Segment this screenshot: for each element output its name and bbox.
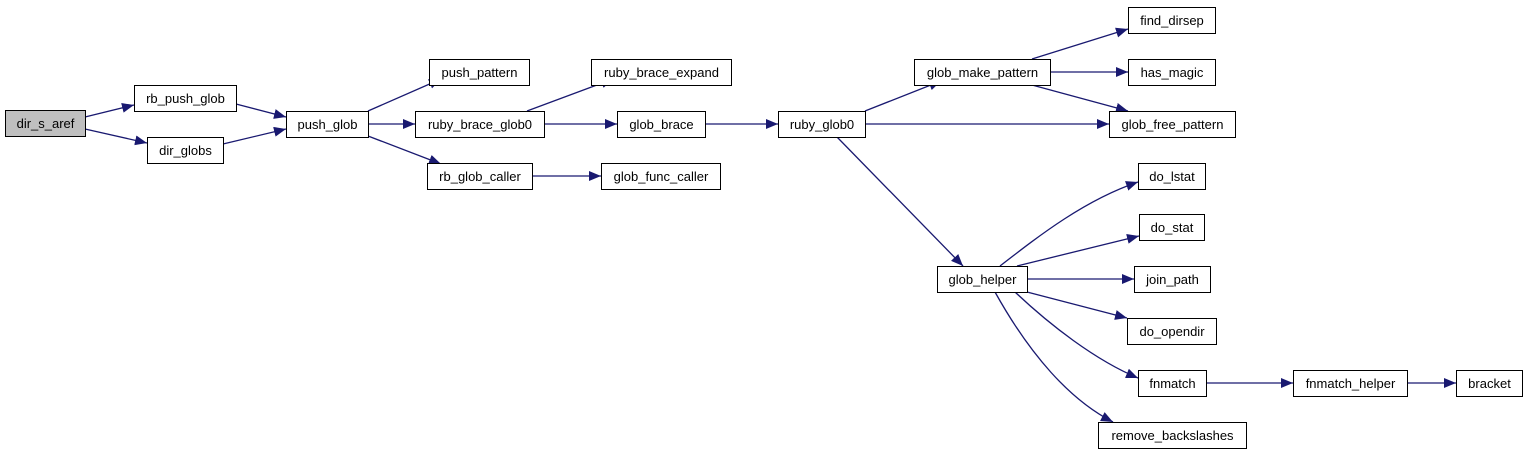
nodes: dir_s_aref rb_push_glob dir_globs push_glob…: [5, 7, 1523, 449]
node-do-opendir[interactable]: do_opendir: [1127, 318, 1217, 345]
node-label: dir_globs: [159, 143, 212, 158]
edge-push_glob-to-push_pattern: [367, 78, 442, 112]
node-label: ruby_brace_expand: [604, 65, 719, 80]
node-box: [601, 163, 721, 190]
node-label: rb_glob_caller: [439, 169, 521, 184]
edge-rb_push_glob-to-push_glob: [235, 103, 287, 119]
node-bracket[interactable]: bracket: [1456, 370, 1523, 397]
node-ruby-brace-glob0[interactable]: ruby_brace_glob0: [415, 111, 545, 138]
node-box: [937, 266, 1028, 293]
node-do-lstat[interactable]: do_lstat: [1138, 163, 1206, 190]
node-box: [147, 137, 224, 164]
node-box: [591, 59, 732, 86]
node-box: [1128, 59, 1216, 86]
node-label: do_lstat: [1149, 169, 1195, 184]
node-label: do_stat: [1151, 220, 1194, 235]
edge-glob_make_pattern-to-glob_free_pattern: [1031, 84, 1129, 113]
edge-glob_helper-to-do_stat: [1016, 234, 1140, 267]
node-box: [1098, 422, 1247, 449]
node-box: [914, 59, 1051, 86]
node-box: [1138, 370, 1207, 397]
node-label: find_dirsep: [1140, 13, 1204, 28]
edge-dir_s_aref-to-rb_push_glob: [84, 102, 135, 118]
node-dir-globs[interactable]: dir_globs: [147, 137, 224, 164]
node-label: glob_make_pattern: [927, 65, 1038, 80]
edge-glob_helper-to-do_opendir: [1026, 291, 1128, 320]
node-label: join_path: [1145, 272, 1199, 287]
node-label: dir_s_aref: [17, 116, 75, 131]
node-label: push_pattern: [442, 65, 518, 80]
node-label: do_opendir: [1139, 324, 1205, 339]
edge-glob_make_pattern-to-find_dirsep: [1031, 27, 1129, 60]
node-label: glob_brace: [629, 117, 693, 132]
edge-ruby_glob0-to-glob_helper: [836, 136, 964, 267]
node-glob-func-caller[interactable]: glob_func_caller: [601, 163, 721, 190]
node-box: [778, 111, 866, 138]
node-push-glob[interactable]: push_glob: [286, 111, 369, 138]
node-remove-backslashes[interactable]: remove_backslashes: [1098, 422, 1247, 449]
node-label: rb_push_glob: [146, 91, 225, 106]
node-box: [1456, 370, 1523, 397]
node-dir-s-aref[interactable]: dir_s_aref: [5, 110, 86, 137]
node-glob-make-pattern[interactable]: glob_make_pattern: [914, 59, 1051, 86]
node-box: [1293, 370, 1408, 397]
node-box: [427, 163, 533, 190]
node-box: [429, 59, 530, 86]
node-box: [1139, 214, 1205, 241]
node-rb-push-glob[interactable]: rb_push_glob: [134, 85, 237, 112]
node-box: [1134, 266, 1211, 293]
node-label: ruby_brace_glob0: [428, 117, 532, 132]
node-ruby-glob0[interactable]: ruby_glob0: [778, 111, 866, 138]
node-ruby-brace-expand[interactable]: ruby_brace_expand: [591, 59, 732, 86]
node-label: bracket: [1468, 376, 1511, 391]
node-glob-helper[interactable]: glob_helper: [937, 266, 1028, 293]
node-push-pattern[interactable]: push_pattern: [429, 59, 530, 86]
edge-push_glob-to-rb_glob_caller: [367, 135, 442, 165]
node-glob-brace[interactable]: glob_brace: [617, 111, 706, 138]
node-label: glob_free_pattern: [1122, 117, 1224, 132]
node-join-path[interactable]: join_path: [1134, 266, 1211, 293]
node-glob-free-pattern[interactable]: glob_free_pattern: [1109, 111, 1236, 138]
node-box: [134, 85, 237, 112]
node-rb-glob-caller[interactable]: rb_glob_caller: [427, 163, 533, 190]
node-label: remove_backslashes: [1111, 428, 1234, 443]
edge-dir_globs-to-push_glob: [222, 126, 287, 145]
edge-dir_s_aref-to-dir_globs: [84, 128, 148, 146]
node-label: ruby_glob0: [790, 117, 854, 132]
edge-glob_helper-to-fnmatch: [1014, 291, 1139, 379]
node-box: [415, 111, 545, 138]
node-has-magic[interactable]: has_magic: [1128, 59, 1216, 86]
node-label: glob_func_caller: [614, 169, 709, 184]
node-do-stat[interactable]: do_stat: [1139, 214, 1205, 241]
node-label: fnmatch: [1149, 376, 1195, 391]
node-box: [1128, 7, 1216, 34]
node-find-dirsep[interactable]: find_dirsep: [1128, 7, 1216, 34]
edges: [84, 27, 1456, 423]
node-fnmatch[interactable]: fnmatch: [1138, 370, 1207, 397]
edge-glob_helper-to-do_lstat: [999, 181, 1139, 267]
node-fnmatch-helper[interactable]: fnmatch_helper: [1293, 370, 1408, 397]
node-box: [1127, 318, 1217, 345]
node-label: has_magic: [1141, 65, 1204, 80]
node-box: [5, 110, 86, 137]
node-label: fnmatch_helper: [1306, 376, 1396, 391]
node-box: [286, 111, 369, 138]
node-box: [1109, 111, 1236, 138]
node-label: glob_helper: [949, 272, 1018, 287]
node-box: [617, 111, 706, 138]
node-box: [1138, 163, 1206, 190]
node-label: push_glob: [298, 117, 358, 132]
edge-glob_helper-to-remove_backslashes: [994, 291, 1114, 423]
